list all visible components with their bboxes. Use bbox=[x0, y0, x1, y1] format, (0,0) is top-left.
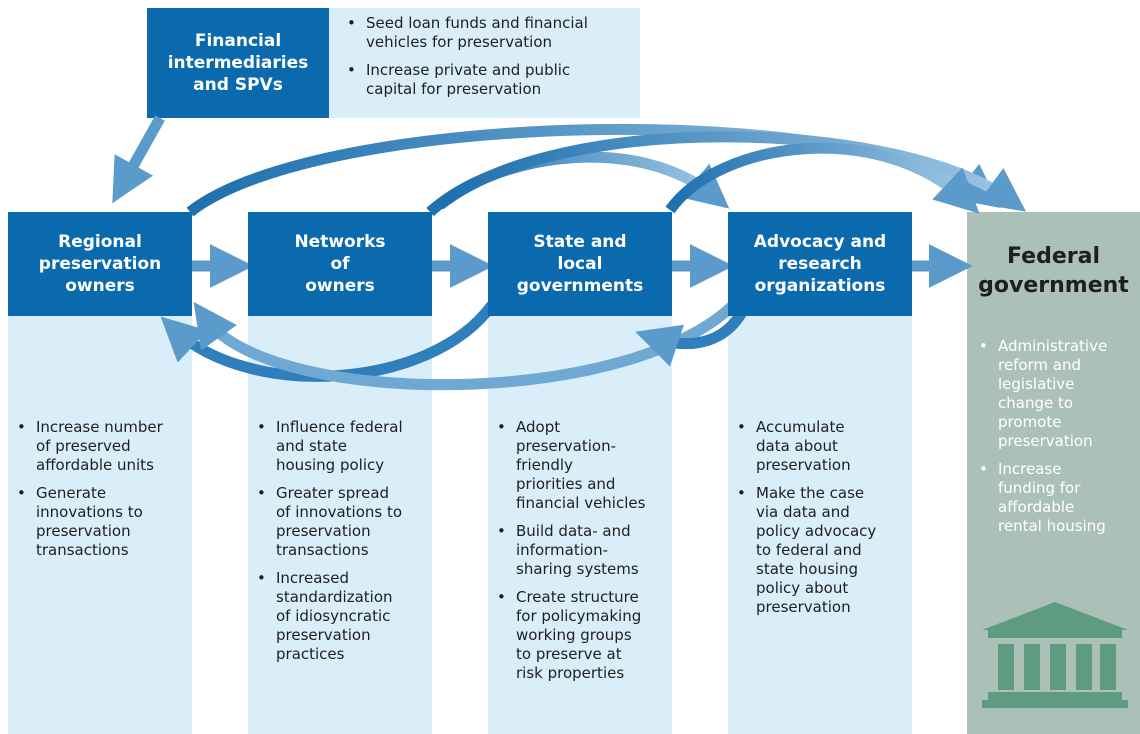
bullet-item: Build data- and information- sharing sys… bbox=[494, 522, 670, 579]
bullet-item: Create structure for policymaking workin… bbox=[494, 588, 670, 683]
financial-intermediaries-bullet-2: Increase private and public capital for … bbox=[344, 61, 634, 99]
federal-government-title: Federal government bbox=[978, 244, 1129, 298]
header-networks-title: Networks of owners bbox=[294, 232, 386, 296]
header-advocacy: Advocacy and research organizations bbox=[728, 212, 912, 316]
bullet-item: Influence federal and state housing poli… bbox=[254, 418, 430, 475]
arc-regional-to-federal bbox=[186, 123, 1001, 217]
bullet-item: Increase number of preserved affordable … bbox=[14, 418, 190, 475]
bullet-item: Generate innovations to preservation tra… bbox=[14, 484, 190, 560]
bullets-federal: Administrative reform and legislative ch… bbox=[976, 337, 1138, 545]
header-state-local-title: State and local governments bbox=[516, 232, 644, 296]
arc-state-to-federal bbox=[665, 142, 980, 214]
bullets-state-local: Adopt preservation- friendly priorities … bbox=[494, 418, 670, 692]
government-building-icon bbox=[982, 602, 1128, 708]
header-regional-owners: Regional preservation owners bbox=[8, 212, 192, 316]
bullet-item: Greater spread of innovations to preserv… bbox=[254, 484, 430, 560]
header-networks: Networks of owners bbox=[248, 212, 432, 316]
header-regional-owners-title: Regional preservation owners bbox=[38, 232, 162, 296]
bullet-item: Increase funding for affordable rental h… bbox=[976, 460, 1138, 536]
bullets-networks: Influence federal and state housing poli… bbox=[254, 418, 430, 673]
financial-intermediaries-header: Financial intermediaries and SPVs bbox=[147, 8, 329, 118]
financial-intermediaries-bullets: Seed loan funds and financial vehicles f… bbox=[344, 14, 634, 108]
bullets-advocacy: Accumulate data about preservation Make … bbox=[734, 418, 910, 626]
financial-intermediaries-bullet-1: Seed loan funds and financial vehicles f… bbox=[344, 14, 634, 52]
header-advocacy-title: Advocacy and research organizations bbox=[753, 232, 887, 296]
bullet-item: Make the case via data and policy advoca… bbox=[734, 484, 910, 617]
bullets-regional-owners: Increase number of preserved affordable … bbox=[14, 418, 190, 569]
bullet-item: Increased standardization of idiosyncrat… bbox=[254, 569, 430, 664]
financial-intermediaries-title: Financial intermediaries and SPVs bbox=[167, 31, 309, 95]
arrow-financial-to-regional bbox=[112, 115, 165, 204]
bullet-item: Adopt preservation- friendly priorities … bbox=[494, 418, 670, 513]
bullet-item: Accumulate data about preservation bbox=[734, 418, 910, 475]
header-state-local: State and local governments bbox=[488, 212, 672, 316]
bullet-item: Administrative reform and legislative ch… bbox=[976, 337, 1138, 451]
